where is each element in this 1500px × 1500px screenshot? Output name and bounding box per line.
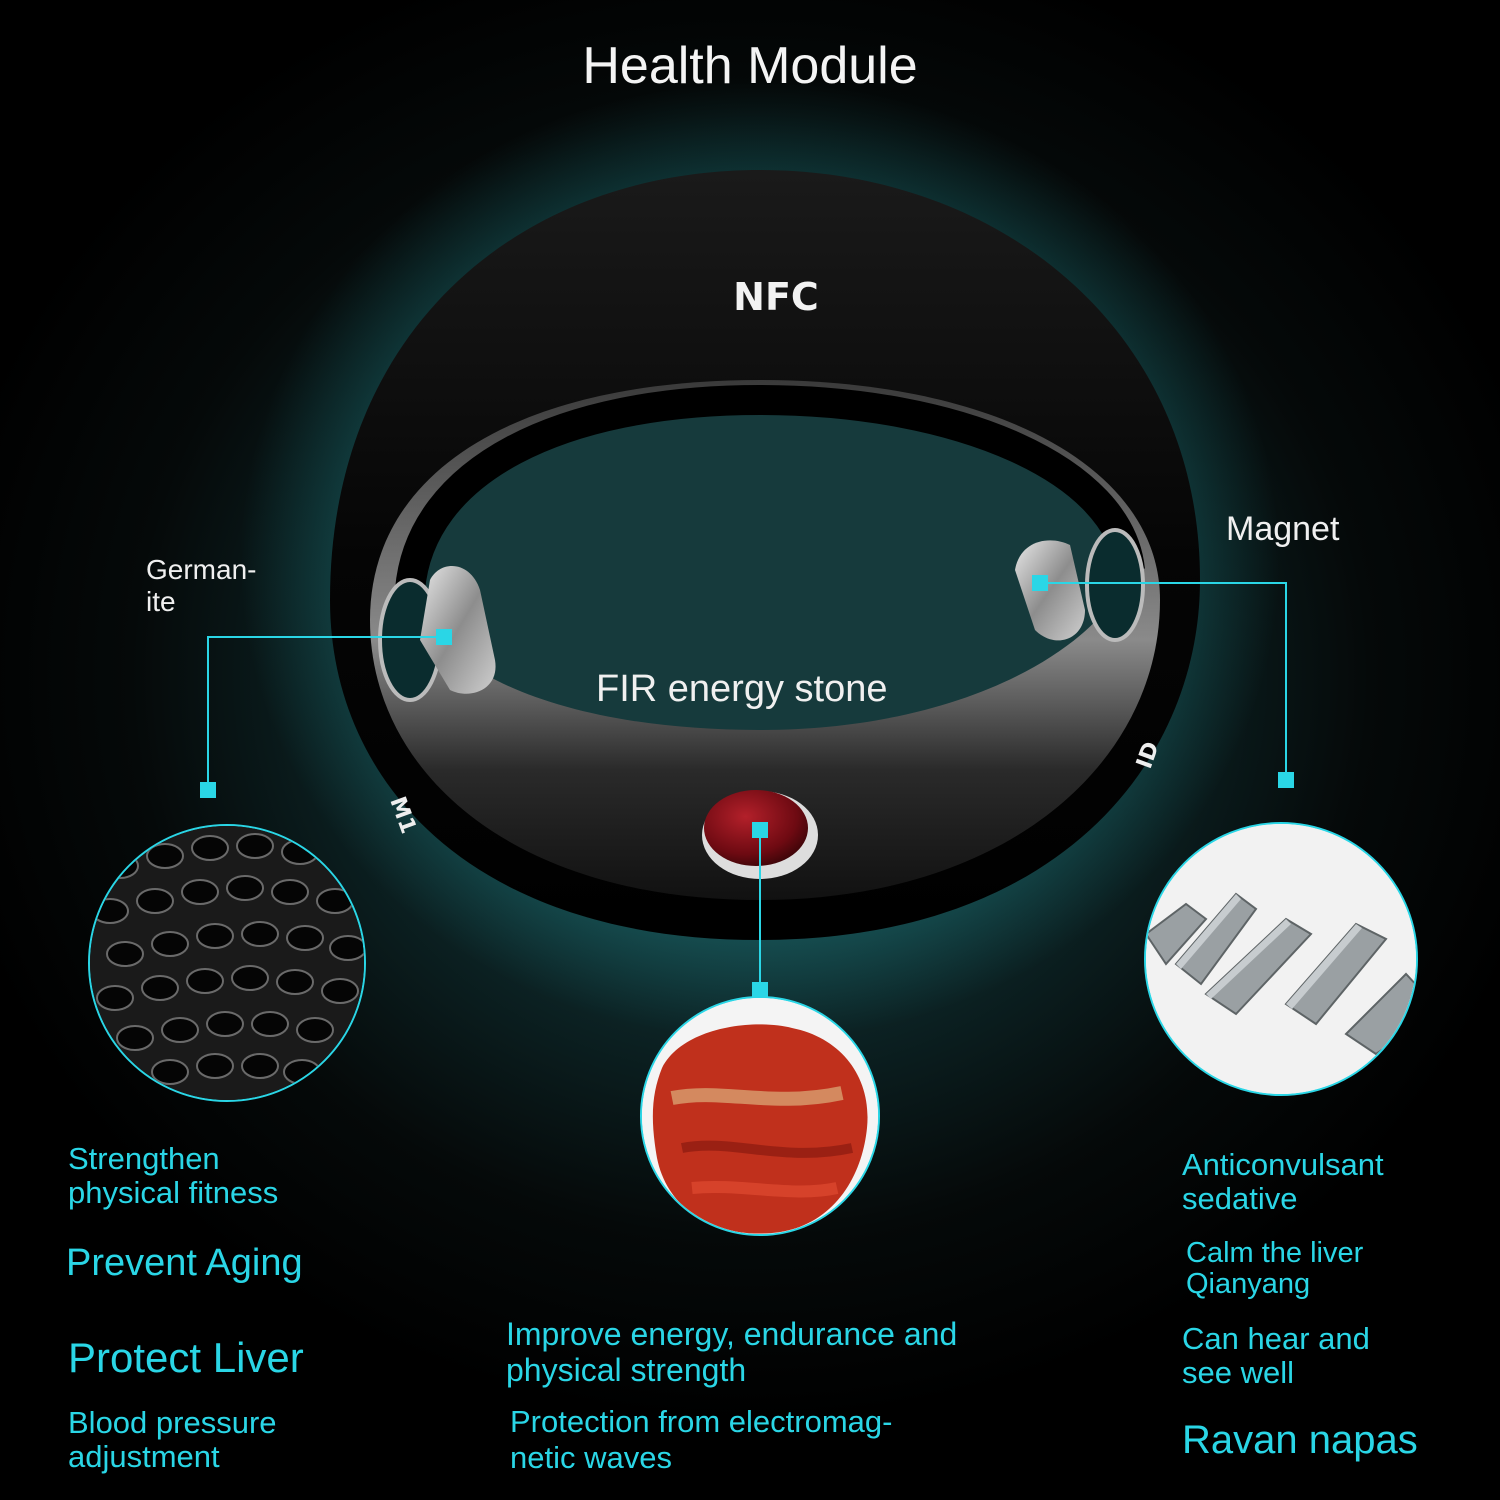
benefit-blood-pressure-line2: adjustment bbox=[68, 1439, 220, 1474]
magnet-insert bbox=[1015, 540, 1085, 641]
benefit-calm-liver-line1: Calm the liver bbox=[1186, 1237, 1364, 1269]
germanite-label: German- ite bbox=[146, 554, 256, 618]
germanium-beads-image bbox=[88, 824, 366, 1102]
benefit-anticonvulsant-line1: Anticonvulsant bbox=[1182, 1147, 1384, 1182]
benefit-calm-liver-line2: Qianyang bbox=[1186, 1268, 1311, 1300]
nfc-text: NFC bbox=[733, 275, 819, 319]
benefit-improve-energy-line1: Improve energy, endurance and bbox=[506, 1316, 958, 1352]
germanite-label-line2: ite bbox=[146, 586, 176, 617]
benefit-calm-liver: Calm the liver Qianyang bbox=[1186, 1238, 1363, 1300]
benefit-emf-protection: Protection from electromag- netic waves bbox=[510, 1404, 892, 1476]
connector-lines bbox=[207, 582, 1287, 990]
benefit-prevent-aging: Prevent Aging bbox=[66, 1242, 303, 1284]
germanite-marker bbox=[436, 629, 452, 645]
benefit-strengthen-line1: Strengthen bbox=[68, 1141, 220, 1176]
benefit-protect-liver: Protect Liver bbox=[68, 1334, 304, 1381]
benefit-emf-protection-line1: Protection from electromag- bbox=[510, 1404, 893, 1439]
benefit-blood-pressure: Blood pressure adjustment bbox=[68, 1406, 277, 1474]
fir-endpoint bbox=[752, 982, 768, 998]
benefit-anticonvulsant-line2: sedative bbox=[1182, 1181, 1298, 1216]
fir-marker bbox=[752, 822, 768, 838]
benefit-emf-protection-line2: netic waves bbox=[510, 1440, 672, 1475]
magnet-endpoint bbox=[1278, 772, 1294, 788]
magnet-bars-image bbox=[1144, 822, 1418, 1096]
benefit-blood-pressure-line1: Blood pressure bbox=[68, 1405, 277, 1440]
benefit-hear-see-line1: Can hear and bbox=[1182, 1321, 1370, 1356]
benefit-strengthen: Strengthen physical fitness bbox=[68, 1142, 278, 1210]
fir-label: FIR energy stone bbox=[596, 668, 888, 710]
red-jasper-stone-image bbox=[640, 996, 880, 1236]
germanite-endpoint bbox=[200, 782, 216, 798]
magnet-label: Magnet bbox=[1226, 510, 1340, 548]
benefit-strengthen-line2: physical fitness bbox=[68, 1175, 279, 1210]
benefit-anticonvulsant: Anticonvulsant sedative bbox=[1182, 1148, 1384, 1216]
benefit-improve-energy: Improve energy, endurance and physical s… bbox=[506, 1316, 957, 1388]
benefit-improve-energy-line2: physical strength bbox=[506, 1352, 747, 1388]
germanite-insert bbox=[420, 566, 496, 694]
germanite-label-line1: German- bbox=[146, 554, 257, 585]
magnet-marker bbox=[1032, 575, 1048, 591]
benefit-ravan-napas: Ravan napas bbox=[1182, 1418, 1418, 1462]
benefit-hear-see-line2: see well bbox=[1182, 1355, 1294, 1390]
benefit-hear-see: Can hear and see well bbox=[1182, 1322, 1370, 1390]
